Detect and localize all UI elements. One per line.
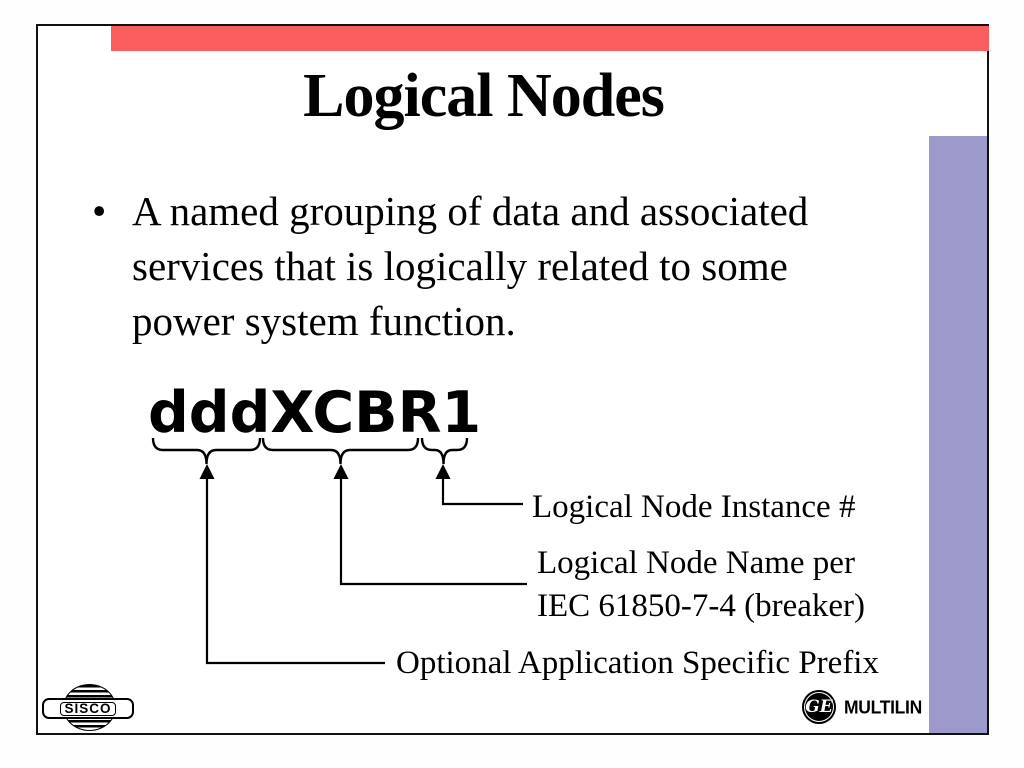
label-logical-node-name-line2: IEC 61850-7-4 (breaker) [537,588,866,624]
logical-node-term: dddXCBR1 [148,380,482,446]
sisco-logo-box: SISCO [42,698,134,719]
ge-monogram-icon: GE [802,690,836,724]
label-logical-node-name-line1: Logical Node Name per [537,545,855,581]
multilin-wordmark: MULTILIN [844,696,922,718]
label-logical-node-name: Logical Node Name per IEC 61850-7-4 (bre… [537,542,865,628]
ge-multilin-logo: GE MULTILIN [802,690,932,726]
ge-monogram-text: GE [805,696,833,717]
label-optional-prefix: Optional Application Specific Prefix [396,645,879,681]
slide-frame [36,24,989,735]
sisco-logo-inner-box: SISCO [60,700,116,716]
bullet-line: A named grouping of data and associated [132,188,809,234]
bullet-text: A named grouping of data and associated … [132,184,932,349]
bullet-line: power system function. [132,298,516,344]
bullet-marker: • [92,188,107,234]
sisco-logo: SISCO [42,681,137,733]
bullet-line: services that is logically related to so… [132,243,788,289]
label-logical-node-instance: Logical Node Instance # [532,489,856,525]
sisco-logo-text: SISCO [64,700,112,716]
top-accent-bar [111,26,989,51]
right-accent-bar [929,136,987,733]
page-title: Logical Nodes [303,62,665,130]
